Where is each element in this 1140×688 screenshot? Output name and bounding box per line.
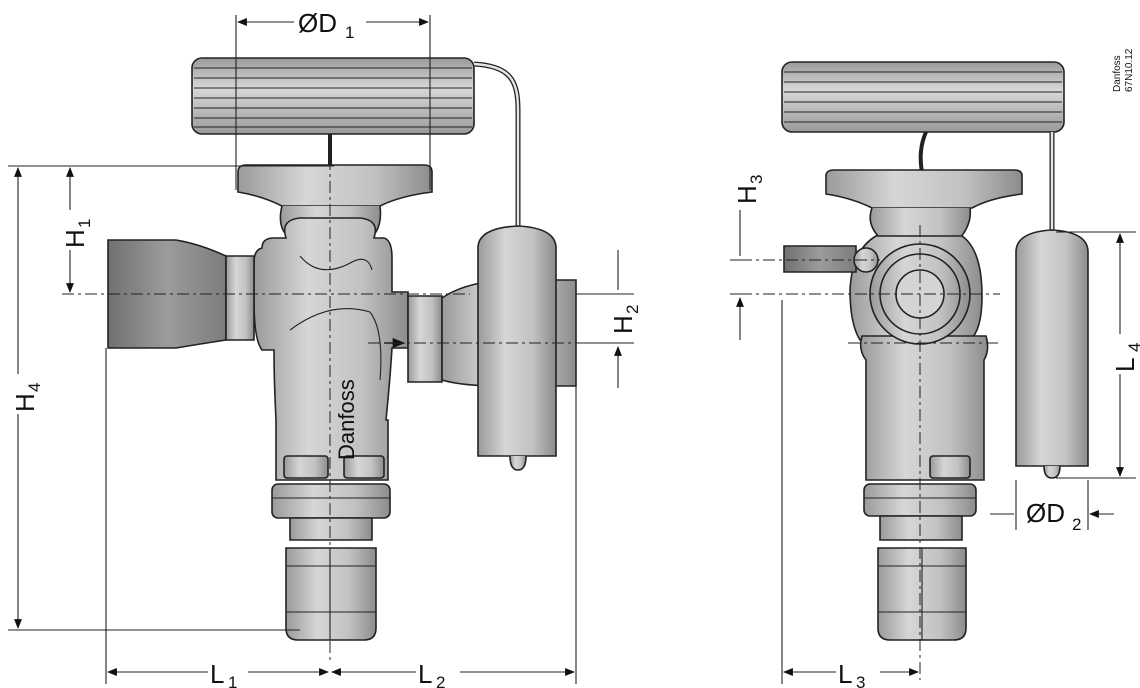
svg-text:L: L — [1110, 358, 1140, 372]
diaphragm-head — [237, 164, 433, 207]
svg-text:H: H — [732, 185, 762, 204]
label-h1: H 1 — [60, 210, 94, 250]
svg-text:H: H — [10, 393, 40, 412]
svg-text:2: 2 — [623, 305, 642, 314]
outlet-connector — [407, 295, 443, 383]
front-view: Danfoss ØD 1 H 1 H 4 — [8, 8, 642, 688]
label-h2: H 2 — [608, 296, 642, 336]
svg-text:L: L — [210, 659, 224, 688]
svg-text:67N10.12: 67N10.12 — [1124, 48, 1135, 92]
svg-text:ØD: ØD — [1026, 498, 1065, 528]
drawing-credit: Danfoss 67N10.12 — [1112, 48, 1135, 92]
svg-text:ØD: ØD — [298, 8, 337, 38]
label-h4: H 4 — [10, 374, 44, 414]
diaphragm-head-side — [825, 169, 1023, 209]
svg-text:L: L — [838, 659, 852, 688]
svg-text:1: 1 — [345, 23, 354, 42]
label-l3: L 3 — [836, 659, 880, 688]
body-brand-text: Danfoss — [334, 379, 359, 460]
capillary-coil-front — [191, 57, 521, 228]
capillary-coil-side — [781, 61, 1065, 232]
label-l4: L 4 — [1110, 334, 1140, 374]
label-d1: ØD 1 — [294, 8, 366, 42]
svg-text:1: 1 — [228, 673, 237, 688]
svg-text:2: 2 — [436, 673, 445, 688]
valve-body — [253, 217, 409, 481]
label-l1: L 1 — [208, 659, 248, 688]
svg-text:3: 3 — [856, 673, 865, 688]
svg-text:4: 4 — [1125, 343, 1140, 352]
svg-text:H: H — [608, 315, 638, 334]
label-d2: ØD 2 — [1026, 498, 1081, 534]
svg-text:Danfoss: Danfoss — [1112, 55, 1123, 92]
svg-text:1: 1 — [75, 219, 94, 228]
svg-text:4: 4 — [25, 383, 44, 392]
svg-text:3: 3 — [747, 175, 766, 184]
svg-text:L: L — [418, 659, 432, 688]
label-h3: H 3 — [732, 166, 766, 206]
side-view: H 3 L 4 L 3 ØD 2 Danfoss 67N10.12 — [730, 48, 1140, 688]
svg-text:2: 2 — [1072, 515, 1081, 534]
svg-text:H: H — [60, 229, 90, 248]
label-l2: L 2 — [416, 659, 460, 688]
sensing-bulb-front — [477, 225, 557, 471]
sensing-bulb-side — [1015, 229, 1089, 479]
